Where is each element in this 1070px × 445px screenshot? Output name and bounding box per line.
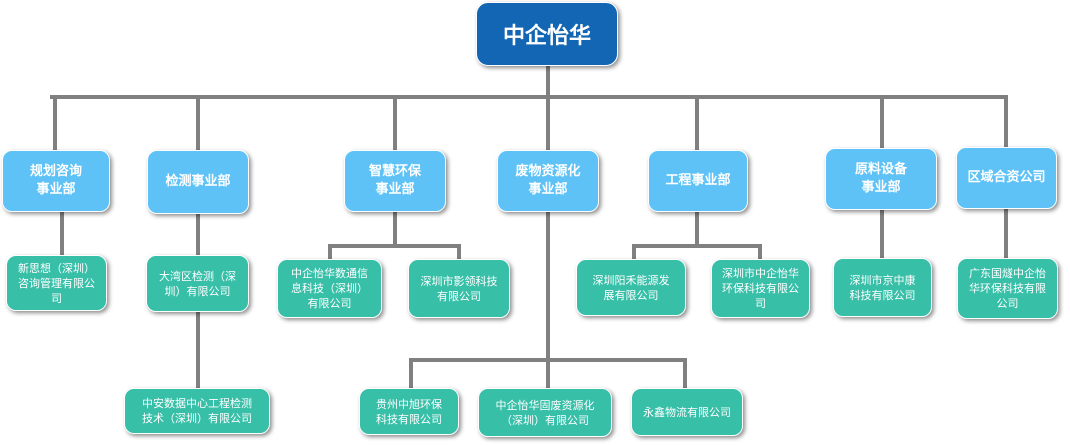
dept-waste-recycling: 废物资源化 事业部 [497,150,599,212]
dept-materials-equipment: 原料设备 事业部 [825,148,937,210]
root-node: 中企怡华 [476,2,618,66]
company-dawanqu-testing: 大湾区检测（深 圳）有限公司 [146,255,249,312]
company-jingzhongkang: 深圳市京中康 科技有限公司 [833,258,932,317]
company-guizhou-zhongxu: 贵州中旭环保 科技有限公司 [359,388,459,435]
dept-smart-environment: 智慧环保 事业部 [344,150,446,212]
company-yingling-tech: 深圳市影领科技 有限公司 [408,259,510,318]
dept-engineering: 工程事业部 [648,150,748,212]
dept-planning-consulting: 规划咨询 事业部 [2,150,110,212]
company-guosui-env: 广东国燧中企怡 华环保科技有限 公司 [957,258,1058,319]
company-datacomm-tech: 中企怡华数通信 息科技（深圳） 有限公司 [277,259,382,318]
company-yanghe-energy: 深圳阳禾能源发 展有限公司 [576,259,686,316]
company-solid-waste: 中企怡华固废资源化 （深圳）有限公司 [478,388,612,437]
company-yongxin-logistics: 永鑫物流有限公司 [631,388,743,436]
company-shenzhen-env-tech: 深圳市中企怡华 环保科技有限公 司 [711,259,810,318]
company-zhongan-data: 中安数据中心工程检测 技术（深圳）有限公司 [124,388,270,434]
dept-regional-jv: 区域合资公司 [956,147,1057,209]
company-xinsixiang: 新思想（深圳） 咨询管理有限公 司 [6,255,107,311]
dept-testing: 检测事业部 [147,150,249,214]
